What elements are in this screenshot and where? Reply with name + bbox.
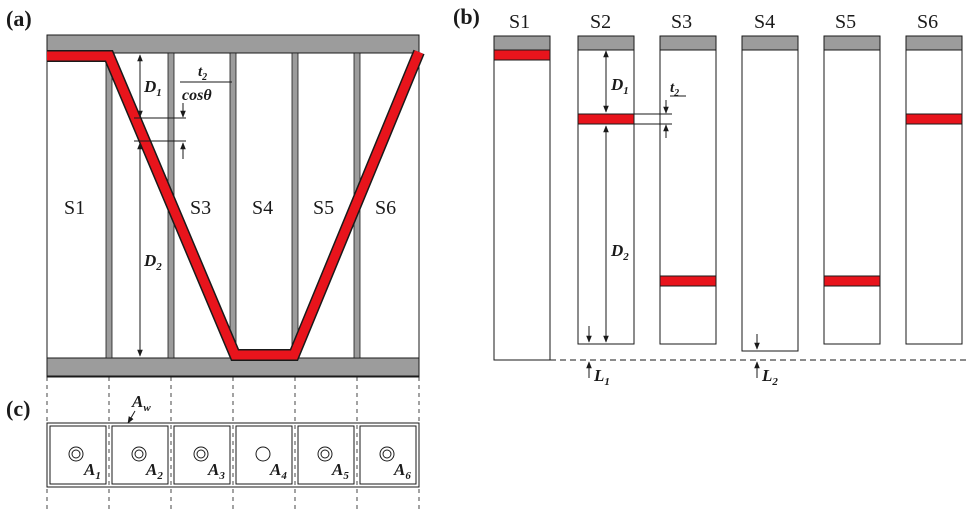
a-d1-label: D1: [143, 77, 162, 99]
svg-text:t2: t2: [198, 64, 207, 83]
b-header-s3: S3: [671, 11, 692, 33]
a-d2-label: D2: [143, 251, 162, 273]
b-d1-label: D1: [610, 75, 629, 97]
c-area-label-1: A1: [83, 460, 101, 482]
wall-1: [105, 52, 113, 359]
a-label-s4: S4: [252, 197, 273, 219]
b-header-s6: S6: [917, 11, 938, 33]
b-header-s5: S5: [835, 11, 856, 33]
a-thickness-fraction: t2 cosθ: [180, 64, 232, 104]
panel-a-frame: [46, 34, 420, 378]
b-header-s2: S2: [590, 11, 611, 33]
c-area-label-3: A3: [207, 460, 225, 482]
a-label-s5: S5: [313, 197, 334, 219]
c-aw-label: Aw: [131, 392, 151, 414]
c-area-label-6: A6: [393, 460, 411, 482]
panel-c-cells: [46, 422, 420, 488]
c-area-label-2: A2: [145, 460, 163, 482]
a-to-c-guides: [46, 377, 420, 511]
svg-text:cosθ: cosθ: [182, 87, 212, 104]
b-t2-label: t2: [670, 80, 679, 99]
b-l1-label: L1: [593, 366, 610, 388]
panel-c-label: (c): [6, 396, 30, 421]
b-d2-label: D2: [610, 241, 629, 263]
b-l2-label: L2: [761, 366, 778, 388]
b-header-s4: S4: [754, 11, 775, 33]
b-columns: [493, 35, 963, 361]
a-label-s6: S6: [375, 197, 396, 219]
a-label-s1: S1: [64, 197, 85, 219]
a-d1-dimension: [134, 54, 186, 119]
b-t2-dimension: [634, 95, 686, 138]
wall-4: [291, 52, 299, 359]
wall-3: [229, 52, 237, 359]
panel-b-label: (b): [453, 4, 480, 29]
a-label-s3: S3: [190, 197, 211, 219]
panel-a-label: (a): [6, 6, 32, 31]
c-aw-arrow: [127, 410, 136, 424]
a-thickness-dimension: [134, 103, 186, 159]
c-area-label-5: A5: [331, 460, 349, 482]
b-header-s1: S1: [509, 11, 530, 33]
c-area-label-4: A4: [269, 460, 287, 482]
panel-c-holes: [68, 446, 395, 462]
